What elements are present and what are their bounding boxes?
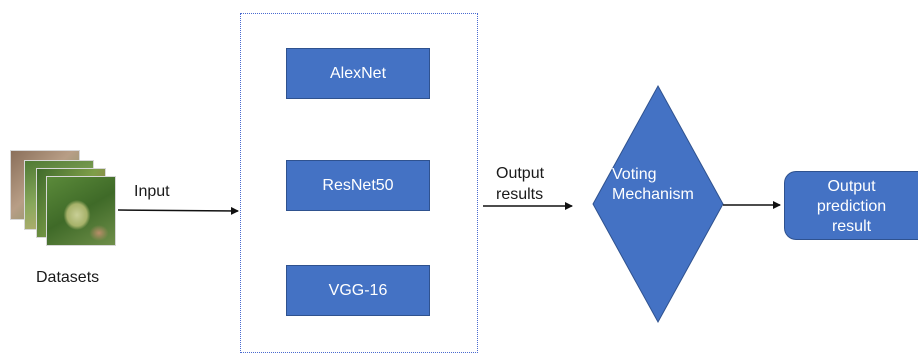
voting-mechanism-label: Voting Mechanism xyxy=(612,165,694,205)
model-vgg16: VGG-16 xyxy=(286,265,430,316)
model-resnet50: ResNet50 xyxy=(286,160,430,211)
voting-label-line2: Mechanism xyxy=(612,186,694,203)
arrow-input-to-models xyxy=(117,206,239,215)
output-results-label-line1: Output xyxy=(496,165,545,182)
voting-label-line1: Voting xyxy=(612,166,657,183)
output-prediction-box: Output prediction result xyxy=(784,171,918,240)
output-results-label-line2: results xyxy=(496,186,544,203)
datasets-label: Datasets xyxy=(36,269,100,286)
diagram-connectors xyxy=(117,84,781,324)
output-box-line1: Output xyxy=(827,178,876,195)
dataset-image-4 xyxy=(46,176,116,246)
voting-diamond xyxy=(592,84,724,324)
input-label: Input xyxy=(134,183,170,200)
output-box-line2: prediction xyxy=(816,198,887,215)
model-alexnet: AlexNet xyxy=(286,48,430,99)
output-box-line3: result xyxy=(831,218,872,235)
